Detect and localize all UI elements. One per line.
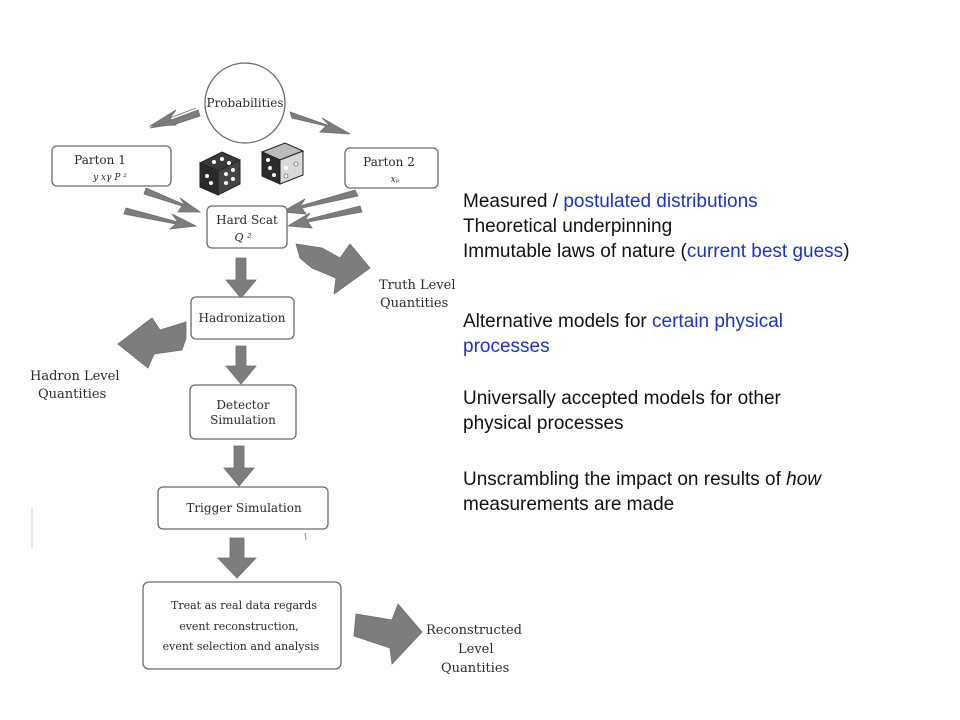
arrow-detector-to-trigger bbox=[223, 445, 255, 487]
reconstruction-label-2: event reconstruction, bbox=[179, 620, 299, 633]
arrow-trigger-to-reconstruction bbox=[217, 537, 257, 579]
arrow-to-parton1-body bbox=[149, 109, 201, 129]
annotation-line-unscrambling: Unscrambling the impact on results of ho… bbox=[463, 469, 821, 490]
arrow-hardscat-to-hadronization bbox=[225, 257, 257, 299]
annotation-group-unscrambling: Unscrambling the impact on results of ho… bbox=[463, 467, 821, 517]
annotation-line-immutable-laws: Immutable laws of nature (current best g… bbox=[463, 241, 850, 262]
annotation-group-distributions: Measured / postulated distributions Theo… bbox=[463, 189, 850, 264]
hadronization-label: Hadronization bbox=[199, 311, 286, 325]
annotation-line-measured: Measured / postulated distributions bbox=[463, 191, 758, 212]
reconstructed-level-label-1: Reconstructed bbox=[426, 623, 522, 638]
arrow-parton1-to-hardscat-b bbox=[123, 207, 198, 230]
hard-scat-title: Hard Scat bbox=[216, 213, 278, 227]
parton2-box bbox=[344, 147, 439, 189]
hadronization-box bbox=[190, 296, 295, 340]
parton1-variables: y xγ P ² bbox=[92, 173, 127, 183]
arrow-parton2-to-hardscat-a bbox=[280, 189, 359, 215]
reconstructed-level-label-2: Level bbox=[458, 642, 494, 657]
arrow-to-reconstructed-level bbox=[353, 603, 423, 665]
annotation-line-universally: Universally accepted models for other bbox=[463, 388, 781, 409]
detector-simulation-box bbox=[189, 384, 297, 440]
detector-simulation-label-2: Simulation bbox=[210, 413, 276, 427]
parton2-variables: xₚ bbox=[391, 175, 400, 185]
hard-scat-sub: Q ² bbox=[235, 231, 252, 244]
reconstruction-box bbox=[142, 581, 342, 670]
trigger-simulation-label: Trigger Simulation bbox=[186, 501, 302, 515]
arrow-parton2-to-hardscat-b bbox=[286, 205, 363, 229]
reconstructed-level-label-3: Quantities bbox=[441, 661, 509, 676]
arrow-parton1-to-hardscat-a bbox=[143, 187, 202, 213]
hadron-level-label-2: Quantities bbox=[38, 387, 106, 402]
annotation-group-accepted-models: Universally accepted models for other ph… bbox=[463, 386, 781, 436]
detector-simulation-label-1: Detector bbox=[216, 398, 269, 412]
truth-level-label-2: Quantities bbox=[380, 296, 448, 311]
hadron-level-label-1: Hadron Level bbox=[30, 369, 119, 384]
reconstruction-label-1: Treat as real data regards bbox=[171, 599, 317, 612]
parton2-title: Parton 2 bbox=[363, 155, 415, 169]
scan-mark-right bbox=[304, 532, 307, 541]
dice-icon bbox=[198, 142, 305, 196]
annotation-line-theoretical: Theoretical underpinning bbox=[463, 216, 673, 237]
arrow-to-parton1 bbox=[148, 107, 197, 127]
annotation-line-alternative: Alternative models for certain physical bbox=[463, 311, 783, 332]
annotation-line-physical-processes: physical processes bbox=[463, 413, 624, 434]
trigger-simulation-box bbox=[157, 486, 329, 530]
hard-scat-box bbox=[206, 205, 288, 249]
probabilities-node bbox=[204, 62, 286, 144]
arrow-to-hadron-level bbox=[117, 317, 187, 369]
arrow-to-truth-level bbox=[295, 243, 371, 295]
parton1-box bbox=[51, 145, 172, 187]
annotation-line-processes: processes bbox=[463, 336, 550, 357]
truth-level-label-1: Truth Level bbox=[379, 278, 456, 293]
annotation-line-measurements: measurements are made bbox=[463, 494, 675, 515]
probabilities-label: Probabilities bbox=[207, 96, 284, 110]
arrow-hadronization-to-detector bbox=[225, 345, 257, 385]
parton1-title: Parton 1 bbox=[74, 153, 126, 167]
annotation-group-alternative-models: Alternative models for certain physical … bbox=[463, 309, 783, 359]
arrow-to-parton2 bbox=[289, 111, 351, 135]
reconstruction-label-3: event selection and analysis bbox=[163, 640, 320, 653]
